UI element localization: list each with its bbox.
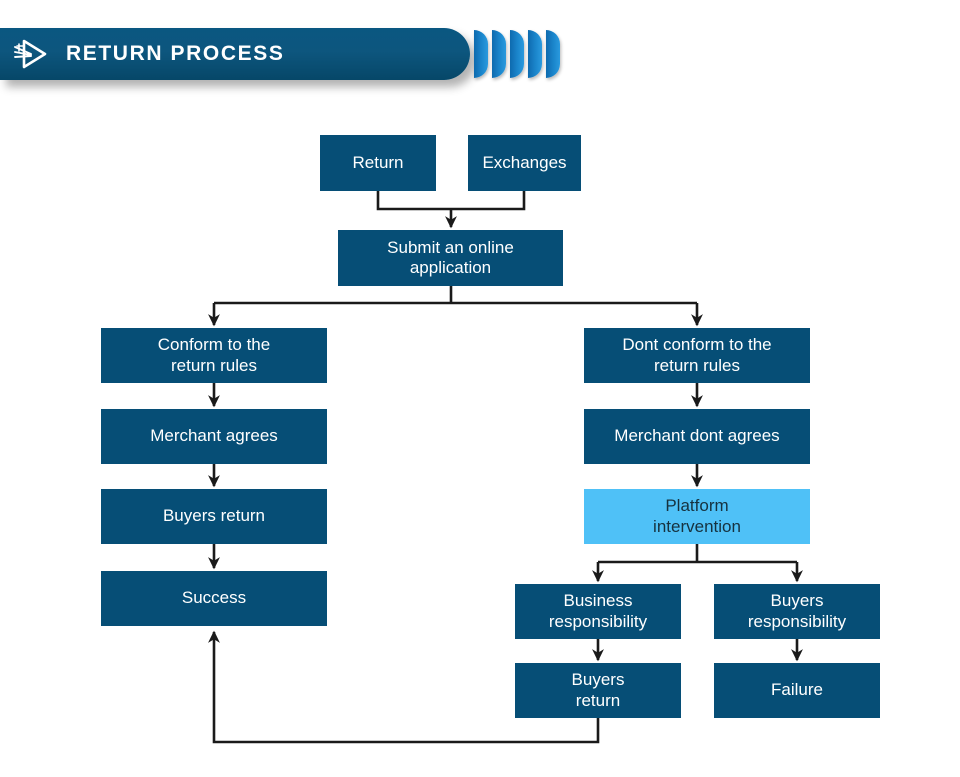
- node-success[interactable]: Success: [101, 571, 327, 626]
- node-label: Success: [181, 588, 247, 608]
- node-dont-conform-to-the-return-rules[interactable]: Dont conform to the return rules: [584, 328, 810, 383]
- node-business-responsibility[interactable]: Business responsibility: [515, 584, 681, 639]
- node-buyers-responsibility[interactable]: Buyers responsibility: [714, 584, 880, 639]
- node-label: Submit an online application: [387, 237, 514, 277]
- node-label: Return: [352, 152, 404, 172]
- node-label: Conform to the return rules: [157, 335, 271, 375]
- node-return[interactable]: Return: [320, 135, 436, 191]
- node-buyers-return-left[interactable]: Buyers return: [101, 489, 327, 544]
- header-decorative-stripes: [474, 30, 560, 78]
- node-label: Exchanges: [482, 152, 567, 172]
- stripe-5: [546, 30, 560, 78]
- edge-exchanges-to-submit: [451, 191, 526, 211]
- stripe-4: [528, 30, 542, 78]
- node-merchant-dont-agrees[interactable]: Merchant dont agrees: [584, 409, 810, 464]
- edge-return-to-submit: [376, 191, 451, 211]
- node-label: Business responsibility: [548, 591, 648, 631]
- node-label: Merchant agrees: [150, 426, 278, 446]
- play-triangle-arrows-icon: [8, 31, 54, 77]
- node-label: Platform intervention: [653, 496, 741, 536]
- node-label: Buyers responsibility: [747, 591, 847, 631]
- node-failure[interactable]: Failure: [714, 663, 880, 718]
- node-merchant-agrees[interactable]: Merchant agrees: [101, 409, 327, 464]
- node-conform-to-the-return-rules[interactable]: Conform to the return rules: [101, 328, 327, 383]
- node-platform-intervention[interactable]: Platform intervention: [584, 489, 810, 544]
- node-label: Dont conform to the return rules: [622, 335, 772, 375]
- stripe-1: [474, 30, 488, 78]
- node-buyers-return-bottom[interactable]: Buyers return: [515, 663, 681, 718]
- node-submit-an-online-application[interactable]: Submit an online application: [338, 230, 563, 286]
- node-label: Merchant dont agrees: [614, 426, 780, 446]
- stripe-3: [510, 30, 524, 78]
- stripe-2: [492, 30, 506, 78]
- node-label: Buyers return: [162, 506, 266, 526]
- page-title: RETURN PROCESS: [66, 42, 285, 65]
- node-label: Buyers return: [571, 670, 625, 710]
- node-label: Failure: [771, 680, 823, 700]
- header-banner: RETURN PROCESS: [0, 28, 470, 80]
- node-exchanges[interactable]: Exchanges: [468, 135, 581, 191]
